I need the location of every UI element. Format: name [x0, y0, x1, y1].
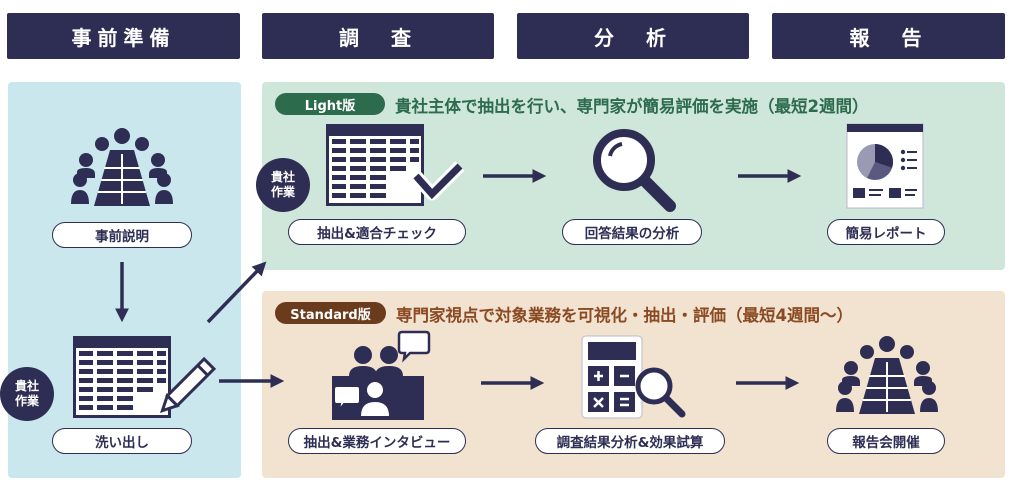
meeting-icon [836, 336, 938, 414]
step-pill-answer-analysis: 回答結果の分析 [562, 219, 702, 245]
magnifier-icon [593, 129, 676, 212]
step-pill-extract-check: 抽出&適合チェック [288, 219, 466, 245]
light-plan-badge: Light版 [275, 93, 385, 115]
standard-plan-headline: 専門家視点で対象業務を可視化・抽出・評価（最短4週間〜） [396, 306, 853, 325]
phase-tab-preparation: 事前準備 [7, 13, 240, 59]
step-pill-extract-interview: 抽出&業務インタビュー [288, 428, 466, 454]
step-pill-result-analysis: 調査結果分析&効果試算 [535, 428, 725, 454]
client-task-badge-light: 貴社作業 [256, 158, 310, 212]
report-chart-icon [846, 123, 924, 209]
client-task-badge-prep: 貴社作業 [0, 367, 54, 421]
phase-tab-analysis: 分 析 [517, 13, 749, 59]
phase-tab-investigation: 調 査 [262, 13, 494, 59]
step-pill-briefing: 事前説明 [52, 222, 192, 248]
step-pill-simple-report: 簡易レポート [827, 219, 945, 245]
spreadsheet-check-icon [326, 124, 465, 206]
phase-tab-report: 報 告 [772, 13, 1005, 59]
step-pill-listing: 洗い出し [52, 428, 192, 454]
arrow-to-light [206, 261, 267, 324]
interview-icon [332, 330, 431, 420]
calculator-magnifier-icon [581, 335, 686, 419]
meeting-icon [71, 128, 173, 206]
spreadsheet-pencil-icon [73, 336, 217, 418]
standard-plan-badge: Standard版 [275, 302, 386, 324]
step-pill-report-meeting: 報告会開催 [827, 428, 945, 454]
light-plan-headline: 貴社主体で抽出を行い、専門家が簡易評価を実施（最短2週間） [395, 97, 869, 116]
